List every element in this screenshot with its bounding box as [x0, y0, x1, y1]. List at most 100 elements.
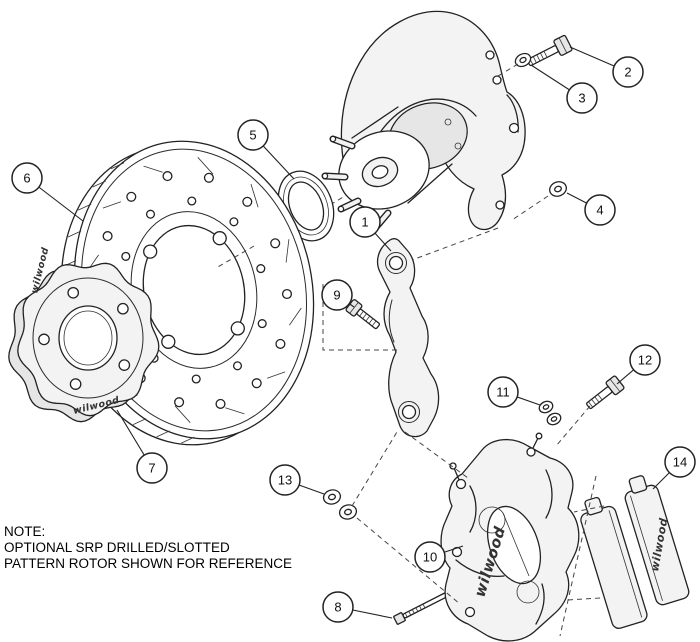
- bracket-outline: [376, 238, 440, 438]
- brake-pad-inner: [580, 496, 648, 629]
- rotor-drill-hole: [229, 217, 239, 227]
- caliper-bracket: [376, 238, 440, 438]
- callout-bubble-13: [269, 464, 301, 496]
- rotor-drill-hole: [281, 288, 293, 300]
- callout-number-2: 2: [624, 65, 631, 80]
- bolt-thread: [540, 52, 544, 60]
- dash-axis-opening: [215, 245, 255, 269]
- rotor-drill-hole: [232, 361, 243, 371]
- wheel-stud-face: [322, 173, 348, 180]
- bolt-thread: [594, 396, 600, 403]
- rotor-slot: [174, 405, 191, 423]
- caliper-window-pad-edge: [502, 512, 530, 577]
- callout-number-11: 11: [496, 385, 510, 400]
- rotor-drill-hole: [145, 209, 156, 219]
- rotor-slot: [285, 239, 290, 263]
- rotor-slot: [143, 165, 163, 173]
- callout-number-12: 12: [638, 353, 652, 368]
- rotor-hat-stud-hole: [69, 378, 82, 390]
- dash-washer4-shield: [511, 195, 549, 221]
- wheel-stud-tip: [337, 205, 345, 213]
- bolt-thread: [536, 54, 541, 62]
- brake-caliper: [440, 432, 580, 642]
- wheel-stud-tip: [329, 135, 337, 143]
- bracket-boss-bottom: [398, 401, 420, 423]
- callout-bubble-9: [321, 279, 353, 311]
- callout-bubble-14: [664, 446, 696, 478]
- callout-bubble-7: [136, 452, 168, 484]
- dashed-locator-lines: [215, 63, 605, 637]
- bolt-thread: [588, 401, 594, 408]
- bolt-thread: [532, 56, 537, 64]
- callout-bubble-12: [629, 344, 661, 376]
- bolt-head-facet: [609, 378, 621, 392]
- hub-flange-hole-1: [444, 118, 452, 126]
- dash-washers13-bracket: [351, 431, 398, 507]
- bleed-screw-base: [455, 478, 467, 490]
- note-block: NOTE: OPTIONAL SRP DRILLED/SLOTTED PATTE…: [4, 524, 292, 571]
- bolt-thread: [543, 50, 548, 58]
- callout-number-4: 4: [596, 203, 603, 218]
- caliper-rib: [535, 583, 545, 625]
- washer-3: [514, 52, 532, 68]
- dash-bolt12-caliper: [555, 405, 591, 447]
- rotor-hat-register: [32, 277, 144, 399]
- bolt-thread: [404, 612, 408, 618]
- bolt-thread: [422, 603, 426, 609]
- washer-hole: [343, 508, 353, 516]
- rotor-center-notch: [161, 334, 176, 349]
- washer-hole: [519, 56, 527, 64]
- hub-flange-hole-2: [454, 142, 462, 150]
- rotor-drill-hole: [126, 191, 137, 202]
- callout-bubble-5: [237, 119, 269, 151]
- rotor-slot: [197, 157, 214, 175]
- bracket-bolt: [345, 299, 381, 330]
- caliper-rib: [455, 559, 505, 578]
- caliper-piston: [478, 506, 506, 534]
- pad-friction-edge: [608, 510, 643, 618]
- rotor-center-notch: [230, 321, 245, 336]
- caliper-rib: [469, 485, 477, 533]
- bolt-thread: [415, 607, 419, 612]
- rotor-hat-stud-hole: [118, 359, 131, 371]
- callout-number-1: 1: [361, 215, 368, 230]
- callout-bubble-10: [414, 541, 446, 573]
- dash-washers13-caliper: [356, 517, 461, 605]
- bolt-thread: [419, 605, 422, 610]
- washer-hole: [550, 416, 558, 422]
- note-line-2: OPTIONAL SRP DRILLED/SLOTTED: [4, 540, 230, 555]
- rotor-hat-stud-hole: [117, 302, 129, 315]
- rotor-center-notch: [143, 244, 158, 259]
- caliper-mount-hole: [464, 606, 476, 618]
- bolt-shaft: [586, 386, 613, 410]
- bleed-screw-tip: [449, 462, 457, 470]
- rotor-vane-line: [110, 162, 125, 170]
- rotor-slot: [102, 201, 122, 209]
- rotor-vane-line: [132, 418, 147, 425]
- dash-pad-caliper-bottom: [567, 597, 601, 601]
- bolt-thread: [362, 313, 367, 319]
- bolt-thread: [597, 394, 603, 401]
- bolt-thread: [408, 611, 412, 616]
- callout-bubble-6: [11, 162, 43, 194]
- bracket-boss-top: [385, 252, 407, 274]
- callout-bubble-4: [584, 194, 616, 226]
- note-line-1: NOTE:: [4, 524, 45, 539]
- shield-bolt: [526, 34, 573, 67]
- rotor-slot: [266, 371, 286, 379]
- bleed-screw: [526, 432, 543, 457]
- callout-number-7: 7: [148, 461, 155, 476]
- bolt-thread: [591, 398, 597, 406]
- note-line-3: PATTERN ROTOR SHOWN FOR REFERENCE: [4, 556, 292, 571]
- bolt-thread: [411, 609, 415, 614]
- rotor-drill-hole: [275, 338, 286, 349]
- rotor-drill-hole: [256, 264, 266, 274]
- callout-number-6: 6: [23, 171, 30, 186]
- rotor-hat-stud-hole: [38, 333, 50, 346]
- callout-bubble-1: [349, 206, 381, 238]
- rotor-vane-line: [67, 230, 82, 238]
- axis-dash-shield-bracket: [411, 227, 499, 261]
- caliper-bolt: [586, 375, 625, 410]
